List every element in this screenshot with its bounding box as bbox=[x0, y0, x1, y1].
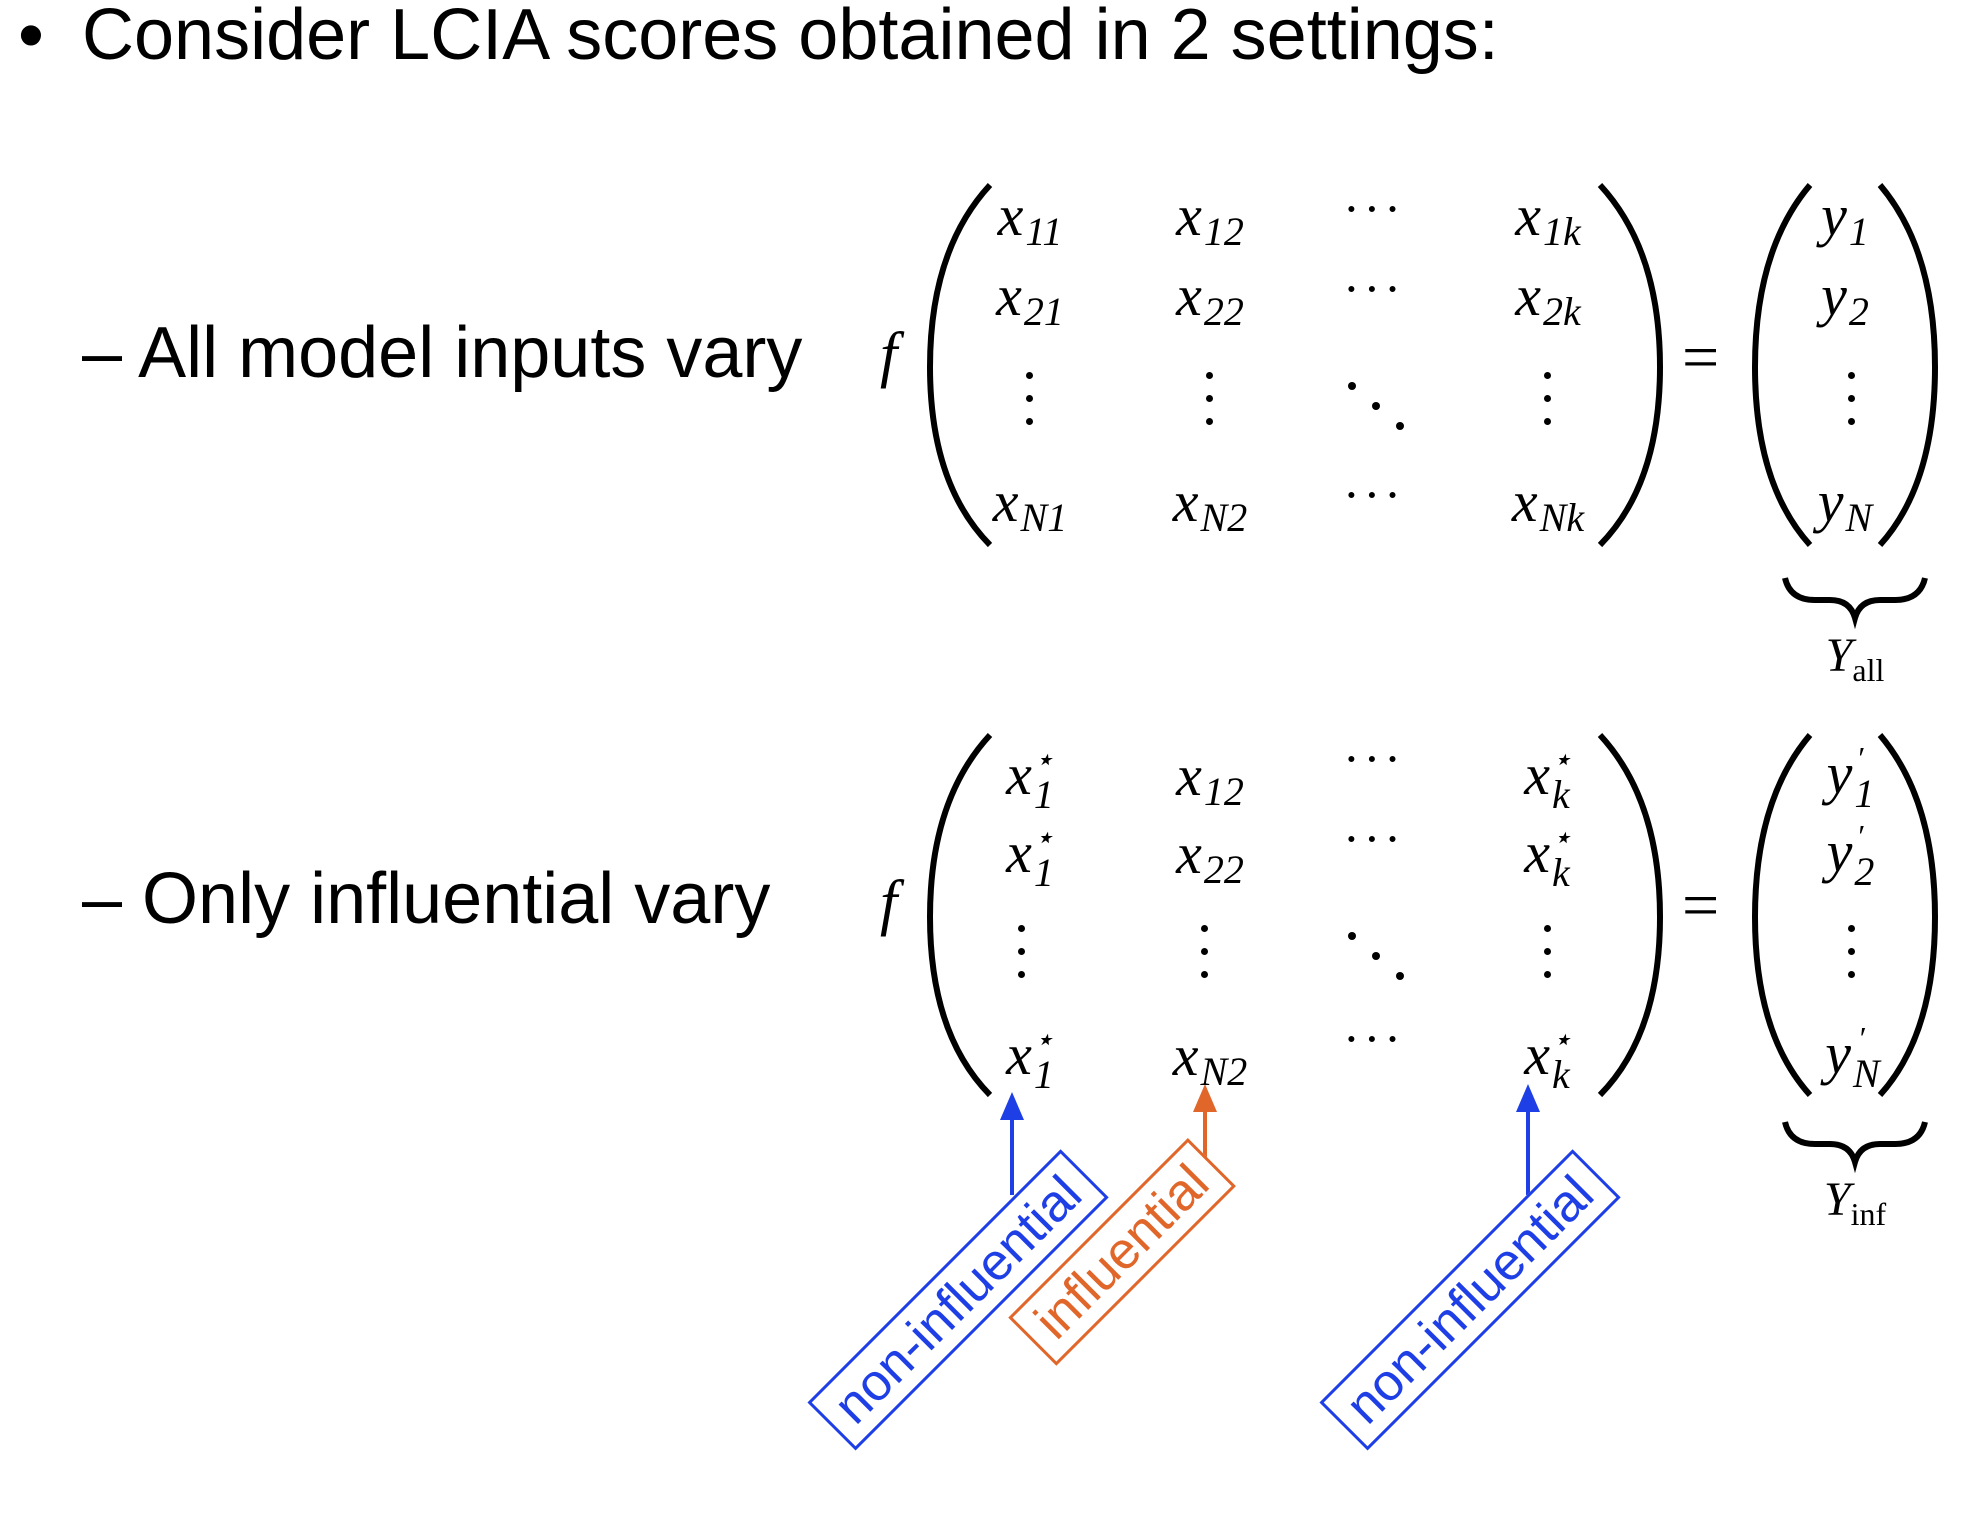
m2-x1star-r1: x1⋆ bbox=[1006, 741, 1054, 817]
setting-all-inputs-label: – All model inputs vary bbox=[82, 313, 803, 393]
m2-xkstar-r1: xk⋆ bbox=[1524, 741, 1572, 817]
m1-vdots-colk bbox=[1544, 372, 1552, 441]
brace-all bbox=[1782, 577, 1928, 630]
v2-vdots bbox=[1848, 925, 1856, 994]
m1-xN2: xN2 bbox=[1172, 469, 1248, 540]
m2-hdots-rowN: ··· bbox=[1344, 1012, 1406, 1066]
equals-sign-1: = bbox=[1682, 321, 1720, 394]
m2-x22: x22 bbox=[1176, 821, 1244, 892]
vector1-right-paren bbox=[1877, 183, 1939, 548]
m2-hdots-row2: ··· bbox=[1344, 812, 1406, 866]
m2-x1star-r2: x1⋆ bbox=[1006, 819, 1054, 895]
matrix1-left-paren bbox=[926, 182, 993, 548]
vector2-left-paren bbox=[1751, 733, 1813, 1098]
matrix2-left-paren bbox=[926, 732, 993, 1098]
m2-xkstar-r2: xk⋆ bbox=[1524, 819, 1572, 895]
m2-vdots-col2 bbox=[1201, 925, 1209, 994]
v1-yN: yN bbox=[1817, 469, 1873, 540]
bullet-marker: • bbox=[18, 0, 44, 76]
m1-xN1: xN1 bbox=[992, 469, 1068, 540]
m1-xNk: xNk bbox=[1511, 469, 1585, 540]
matrix2-ddots bbox=[1348, 932, 1404, 980]
heading-text: Consider LCIA scores obtained in 2 setti… bbox=[82, 0, 1499, 75]
arrow-left-blue bbox=[1000, 1092, 1024, 1195]
matrix2-right-paren bbox=[1597, 732, 1664, 1098]
m2-xkstar-rN: xk⋆ bbox=[1524, 1021, 1572, 1097]
function-f-1: f bbox=[880, 321, 898, 389]
y-inf-label: Yinf bbox=[1823, 1173, 1887, 1232]
m2-vdots-colk bbox=[1544, 925, 1552, 994]
v2-y1-prime: y1′ bbox=[1826, 740, 1875, 816]
m1-x21: x21 bbox=[996, 263, 1064, 334]
equals-sign-2: = bbox=[1682, 869, 1720, 942]
matrix1-ddots bbox=[1348, 382, 1404, 430]
m2-x12: x12 bbox=[1176, 743, 1244, 814]
m1-hdots-row2: ··· bbox=[1344, 262, 1406, 316]
m1-x12: x12 bbox=[1176, 183, 1244, 254]
m1-x11: x11 bbox=[997, 183, 1063, 254]
y-all-label: Yall bbox=[1825, 629, 1885, 688]
m1-hdots-row1: ··· bbox=[1344, 182, 1406, 236]
m2-xN2: xN2 bbox=[1172, 1023, 1248, 1094]
arrow-right-blue bbox=[1516, 1084, 1540, 1195]
matrix1-right-paren bbox=[1597, 182, 1664, 548]
m2-vdots-col1 bbox=[1018, 925, 1026, 994]
m1-x1k: x1k bbox=[1515, 183, 1581, 254]
m1-x22: x22 bbox=[1176, 263, 1244, 334]
setting-influential-label: – Only influential vary bbox=[82, 859, 771, 939]
v1-y1: y1 bbox=[1821, 183, 1869, 254]
m2-x1star-rN: x1⋆ bbox=[1006, 1021, 1054, 1097]
vector1-left-paren bbox=[1751, 183, 1813, 548]
v1-vdots bbox=[1848, 372, 1856, 441]
vector2-right-paren bbox=[1877, 733, 1939, 1098]
m1-vdots-col2 bbox=[1206, 372, 1214, 441]
m1-x2k: x2k bbox=[1515, 263, 1581, 334]
function-f-2: f bbox=[880, 869, 898, 937]
v2-y2-prime: y2′ bbox=[1826, 818, 1875, 894]
m1-hdots-rowN: ··· bbox=[1344, 468, 1406, 522]
v1-y2: y2 bbox=[1821, 263, 1869, 334]
brace-inf bbox=[1782, 1121, 1928, 1174]
v2-yN-prime: yN′ bbox=[1825, 1020, 1880, 1096]
m1-vdots-col1 bbox=[1026, 372, 1034, 441]
m2-hdots-row1: ··· bbox=[1344, 732, 1406, 786]
